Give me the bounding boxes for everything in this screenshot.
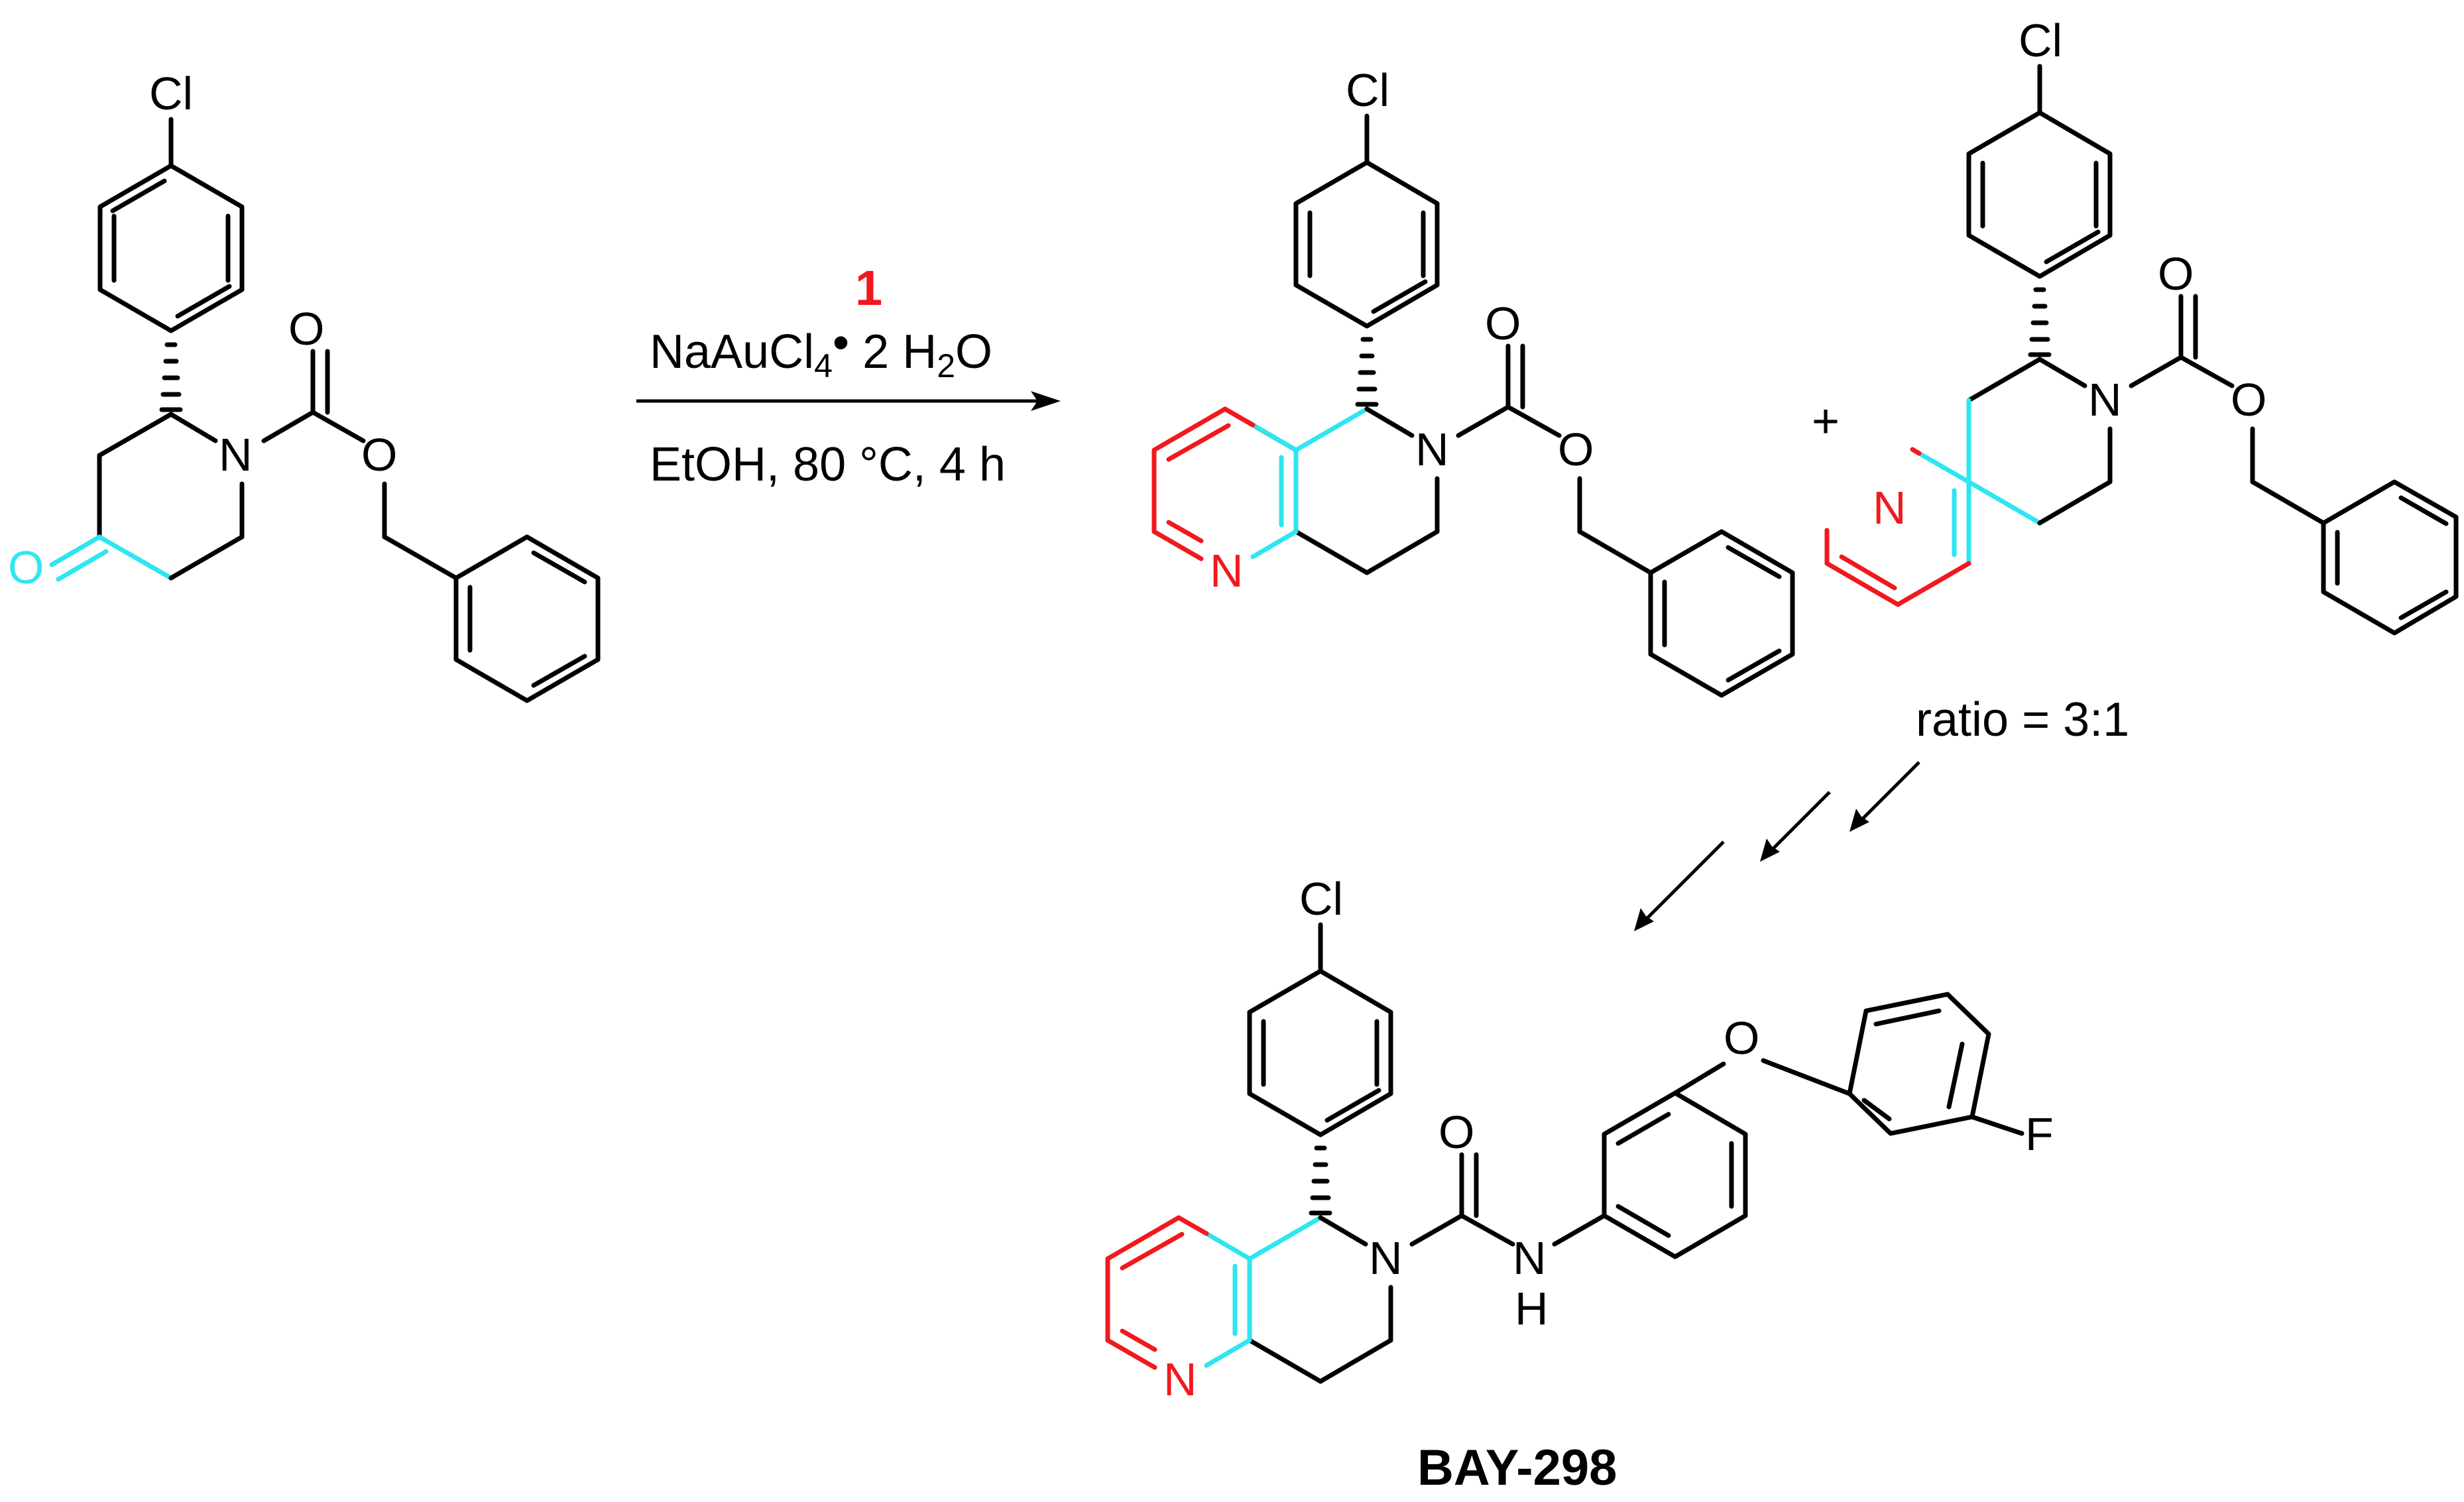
product-name-label: BAY-298 bbox=[1417, 1440, 1617, 1496]
sm-ester-o-label: O bbox=[361, 429, 397, 481]
sm-piperidone-ring bbox=[49, 412, 245, 582]
bay-tetrahydro-ring bbox=[1247, 1215, 1393, 1384]
bay-stereo-hash bbox=[1309, 1145, 1332, 1216]
p1-chlorophenyl-ring bbox=[1293, 160, 1440, 329]
p1-tetrahydro-ring bbox=[1293, 406, 1440, 575]
p2-pyridine-ring bbox=[1824, 447, 1971, 607]
ratio-label: ratio = 3:1 bbox=[1916, 693, 2129, 746]
bay-298-structure: Cl bbox=[1105, 873, 2054, 1405]
p2-stereo-hash bbox=[2028, 287, 2052, 357]
bay-aryl-ring bbox=[1552, 1061, 1748, 1259]
sm-stereo-hash bbox=[159, 342, 183, 412]
p1-ester-o-label: O bbox=[1558, 424, 1594, 475]
sm-carbonyl-o-label: O bbox=[288, 303, 324, 355]
bay-nh-n-label: N bbox=[1513, 1232, 1547, 1284]
sm-ketone-o-label: O bbox=[8, 542, 44, 593]
bay-urea bbox=[1409, 1152, 1515, 1247]
sm-chlorophenyl-ring bbox=[97, 163, 245, 333]
sm-cl-label: Cl bbox=[149, 68, 193, 119]
p1-n-label: N bbox=[1415, 424, 1449, 475]
plus-sign: + bbox=[1812, 395, 1840, 448]
bay-fluorophenyl-ring bbox=[1761, 992, 2024, 1136]
p2-cl-label: Cl bbox=[2019, 15, 2062, 66]
catalyst-number: 1 bbox=[855, 260, 882, 316]
p2-carbonyl-o-label: O bbox=[2158, 248, 2194, 300]
bay-pyridine-n-label: N bbox=[1163, 1354, 1197, 1405]
bay-f-label: F bbox=[2025, 1108, 2054, 1160]
p2-ester-o-label: O bbox=[2231, 374, 2266, 426]
bay-nh-h-label: H bbox=[1515, 1283, 1549, 1334]
sm-n-label: N bbox=[219, 429, 253, 481]
p2-tetrahydro-ring bbox=[1966, 357, 2113, 526]
p1-cbz-group bbox=[1456, 343, 1795, 698]
p2-chlorophenyl-ring bbox=[1966, 110, 2113, 279]
p2-pyridine-n-label: N bbox=[1873, 482, 1907, 534]
p2-n-label: N bbox=[2088, 374, 2122, 426]
p2-cbz-group bbox=[2129, 294, 2459, 636]
bay-chlorophenyl-ring bbox=[1247, 968, 1393, 1137]
product-major: Cl bbox=[1151, 64, 1795, 698]
reagent-text: NaAuCl4• 2 H2O bbox=[650, 316, 992, 384]
reaction-arrow-head bbox=[1031, 391, 1061, 411]
p1-cl-label: Cl bbox=[1346, 64, 1389, 116]
sm-cbz-group bbox=[261, 349, 601, 703]
product-minor: Cl bbox=[1824, 15, 2459, 636]
p1-pyridine-ring bbox=[1151, 406, 1299, 561]
p1-stereo-hash bbox=[1355, 337, 1379, 407]
bay-n-label: N bbox=[1369, 1232, 1403, 1284]
starting-material: Cl O N bbox=[8, 68, 601, 703]
bay-urea-o-label: O bbox=[1438, 1106, 1474, 1158]
multistep-arrows bbox=[1634, 761, 1920, 931]
p1-carbonyl-o-label: O bbox=[1485, 298, 1521, 349]
bay-cl-label: Cl bbox=[1299, 873, 1343, 925]
bay-pyridine-ring bbox=[1105, 1215, 1252, 1370]
p1-pyridine-n-label: N bbox=[1210, 545, 1244, 597]
bay-ether-o-label: O bbox=[1724, 1012, 1759, 1064]
reaction-arrow-group: 1 NaAuCl4• 2 H2O EtOH, 80 °C, 4 h bbox=[636, 260, 1061, 491]
conditions-text: EtOH, 80 °C, 4 h bbox=[650, 438, 1006, 491]
